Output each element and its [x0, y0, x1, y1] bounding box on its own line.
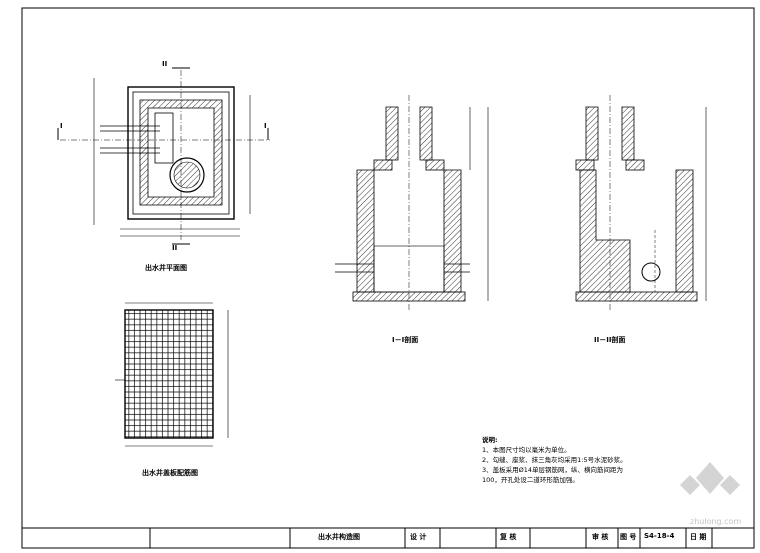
notes-block: 说明: 1、本图尺寸均以毫米为单位。 2、勾缝、座浆、抹三角灰均采用1:5号水泥… — [482, 435, 627, 485]
notes-heading: 说明: — [482, 436, 498, 444]
plan-section-mark-1-right: I — [264, 122, 267, 130]
drawing-border — [21, 7, 755, 529]
note-line: 2、勾缝、座浆、抹三角灰均采用1:5号水泥砂浆。 — [482, 456, 627, 464]
watermark-text: zhulong.com — [690, 517, 742, 526]
plan-section-mark-2-bottom: II — [172, 244, 178, 252]
drawing-name: 出水井构造图 — [318, 533, 360, 541]
drawing-number-label: 图 号 — [620, 533, 637, 541]
plan-section-mark-2-top: II — [162, 60, 168, 68]
cover-slab-view — [115, 302, 229, 447]
section-2-title: II－II剖面 — [594, 336, 626, 344]
note-line: 100，开孔处设二道环形筋加强。 — [482, 476, 579, 484]
section-2-view — [575, 95, 707, 310]
section-1-title: I－I剖面 — [392, 336, 419, 344]
plan-view-title: 出水井平面图 — [145, 264, 187, 272]
drawing-number: S4-18-4 — [644, 532, 675, 540]
title-block-grid — [21, 527, 755, 549]
plan-view — [57, 67, 270, 245]
date-label: 日 期 — [690, 533, 707, 541]
note-line: 1、本图尺寸均以毫米为单位。 — [482, 446, 571, 454]
plan-section-mark-1-left: I — [60, 122, 63, 130]
approve-label: 审 核 — [592, 533, 609, 541]
design-label: 设 计 — [410, 533, 427, 541]
cover-slab-title: 出水井盖板配筋图 — [142, 469, 198, 477]
review-label: 复 核 — [500, 533, 517, 541]
note-line: 3、盖板采用Ø14单层钢筋网，纵、横向筋间距为 — [482, 466, 624, 474]
watermark-logo — [680, 462, 740, 495]
section-1-view — [335, 95, 489, 310]
